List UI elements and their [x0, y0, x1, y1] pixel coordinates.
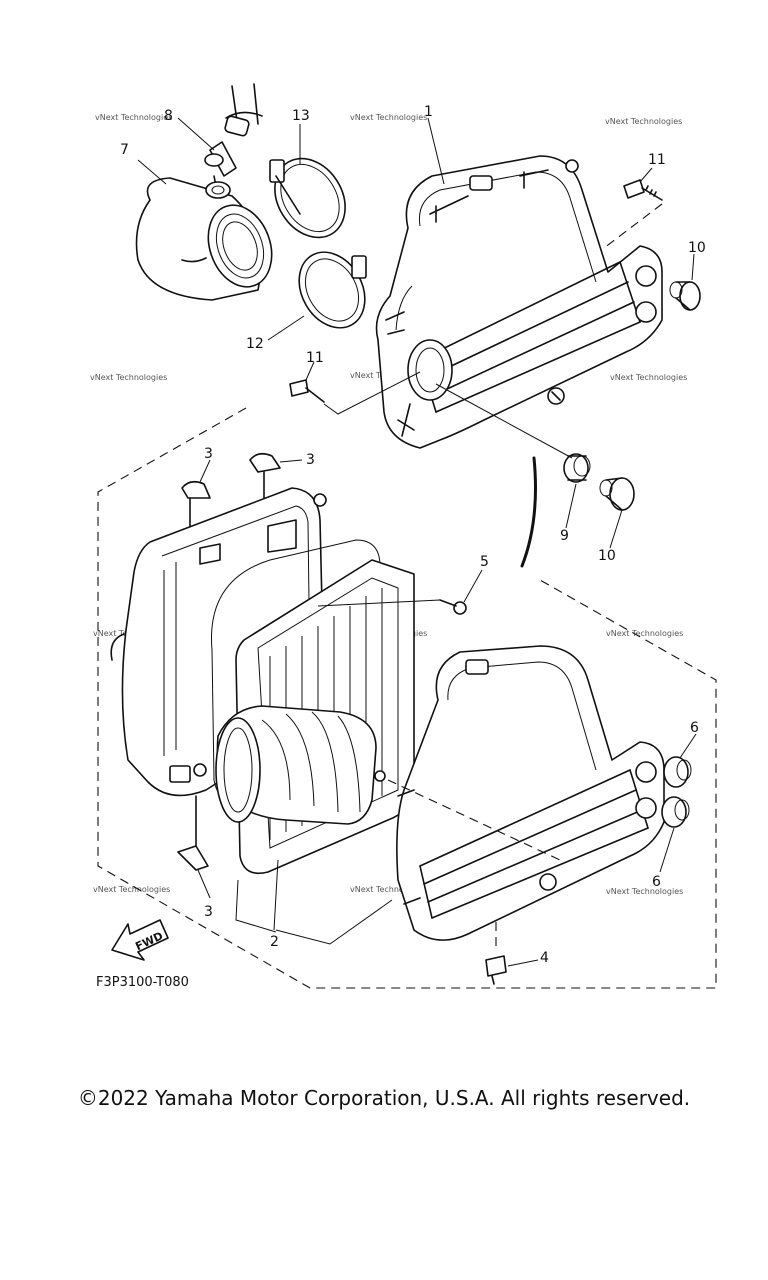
leader-line: [435, 383, 573, 459]
callout-10: 10: [598, 548, 616, 564]
watermark: vNext Technologies: [90, 373, 167, 382]
figure-code: F3P3100-T080: [96, 975, 189, 990]
part-7-intake-bell: [135, 177, 273, 301]
part-8-fitting: [204, 141, 237, 187]
callout-1: 1: [424, 104, 433, 120]
callout-10: 10: [688, 240, 706, 256]
watermark: vNext Technologies: [606, 887, 683, 896]
part-10-collar-lower: [599, 477, 635, 511]
part-10-collar-upper: [669, 281, 701, 311]
callouts: 1 2 3 3 3 4 5 6 6 7 8 9 10 10 11 11 12 1…: [120, 104, 706, 966]
watermark: vNext Technologies: [350, 113, 427, 122]
callout-6: 6: [690, 720, 699, 736]
part-11-bolt-upper: [623, 179, 663, 201]
callout-leaders: [137, 117, 697, 967]
callout-5: 5: [480, 554, 489, 570]
callout-3: 3: [204, 904, 213, 920]
callout-8: 8: [164, 108, 173, 124]
callout-6: 6: [652, 874, 661, 890]
leader-line: [317, 599, 441, 607]
watermark: vNext Technologies: [606, 629, 683, 638]
callout-2: 2: [270, 934, 279, 950]
part-5-screw: [439, 599, 467, 615]
part-9-grommet: [563, 453, 591, 483]
callout-11: 11: [306, 350, 324, 366]
callout-13: 13: [292, 108, 310, 124]
watermark: vNext Technologies: [605, 117, 682, 126]
part-4-drain-valve: [485, 922, 507, 985]
watermark: vNext Technologies: [95, 113, 172, 122]
drain-hose: [520, 456, 537, 568]
part-13-clamp: [269, 157, 346, 239]
copyright-notice: ©2022 Yamaha Motor Corporation, U.S.A. A…: [77, 1086, 691, 1110]
part-11-bolt-lower: [289, 379, 325, 403]
leader-dashed: [387, 779, 561, 861]
callout-4: 4: [540, 950, 549, 966]
callout-11: 11: [648, 152, 666, 168]
part-3-clip-b: [249, 452, 281, 511]
intake-hose-top: [224, 83, 263, 137]
part-3-clip-c: [177, 795, 209, 871]
callout-3: 3: [204, 446, 213, 462]
callout-9: 9: [560, 528, 569, 544]
fwd-arrow-icon: FWD: [111, 919, 169, 961]
callout-12: 12: [246, 336, 264, 352]
watermark: vNext Technologies: [350, 885, 427, 894]
part-12-clamp: [298, 251, 367, 329]
part-6-grommet-lower: [661, 796, 690, 828]
part-1-air-box-upper: [375, 155, 663, 449]
air-box-cover-lower: [374, 645, 665, 941]
callout-7: 7: [120, 142, 129, 158]
watermark: vNext Technologies: [93, 885, 170, 894]
part-6-grommet-upper: [663, 756, 692, 788]
intake-duct: [215, 705, 377, 825]
watermark: vNext Technologies: [610, 373, 687, 382]
leader-dashed: [603, 203, 663, 249]
assembly-dashed-outline: [97, 407, 717, 989]
callout-3: 3: [306, 452, 315, 468]
leader-line: [323, 371, 421, 415]
